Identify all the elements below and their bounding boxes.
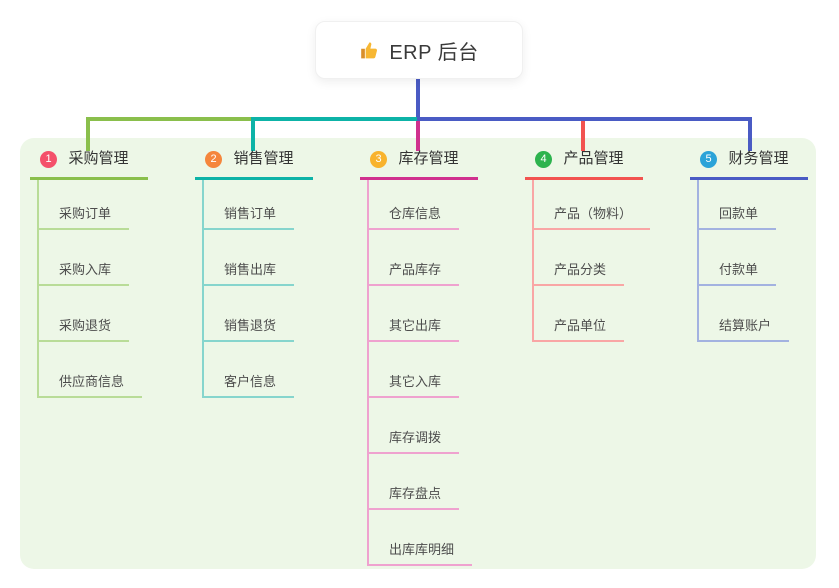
- branch-column: 4 产品管理 产品（物料）产品分类产品单位: [525, 145, 687, 342]
- child-node[interactable]: 库存调拨: [369, 398, 460, 454]
- branch-label: 财务管理: [728, 150, 789, 167]
- branch-column: 3 库存管理 仓库信息产品库存其它出库其它入库库存调拨库存盘点出库库明细: [360, 145, 522, 566]
- branch-node[interactable]: 2 销售管理: [195, 145, 313, 180]
- branch-children: 回款单付款单结算账户: [697, 180, 839, 342]
- branch-children: 采购订单采购入库采购退货供应商信息: [37, 180, 192, 398]
- branch-node[interactable]: 1 采购管理: [30, 145, 148, 180]
- connector-drop-finance: [748, 117, 752, 151]
- connector-drop-sales: [251, 117, 255, 151]
- branch-label: 采购管理: [68, 150, 129, 167]
- thumbs-up-icon: [359, 40, 380, 61]
- child-node[interactable]: 出库库明细: [369, 510, 473, 566]
- child-node[interactable]: 销售订单: [204, 180, 295, 230]
- branch-children: 产品（物料）产品分类产品单位: [532, 180, 687, 342]
- branch-column: 1 采购管理 采购订单采购入库采购退货供应商信息: [30, 145, 192, 398]
- branch-label: 库存管理: [398, 150, 459, 167]
- connector-drop-inventory: [416, 121, 420, 151]
- child-node[interactable]: 库存盘点: [369, 454, 460, 510]
- branch-number-badge: 1: [40, 151, 57, 168]
- child-node[interactable]: 其它出库: [369, 286, 460, 342]
- child-node[interactable]: 产品库存: [369, 230, 460, 286]
- child-node[interactable]: 采购退货: [39, 286, 130, 342]
- branch-node[interactable]: 5 财务管理: [690, 145, 808, 180]
- connector-drop-purchase: [86, 117, 90, 151]
- child-node[interactable]: 产品分类: [534, 230, 625, 286]
- child-node[interactable]: 采购入库: [39, 230, 130, 286]
- child-node[interactable]: 产品单位: [534, 286, 625, 342]
- connector-horizontal-finance: [417, 117, 752, 121]
- branches-panel: [20, 138, 816, 569]
- child-node[interactable]: 供应商信息: [39, 342, 143, 398]
- child-node[interactable]: 采购订单: [39, 180, 130, 230]
- child-node[interactable]: 销售出库: [204, 230, 295, 286]
- branch-number-badge: 2: [205, 151, 222, 168]
- child-node[interactable]: 销售退货: [204, 286, 295, 342]
- child-node[interactable]: 回款单: [699, 180, 777, 230]
- child-node[interactable]: 其它入库: [369, 342, 460, 398]
- child-node[interactable]: 产品（物料）: [534, 180, 651, 230]
- branch-children: 仓库信息产品库存其它出库其它入库库存调拨库存盘点出库库明细: [367, 180, 522, 566]
- branch-node[interactable]: 3 库存管理: [360, 145, 478, 180]
- root-title: ERP 后台: [389, 41, 479, 64]
- branch-number-badge: 5: [700, 151, 717, 168]
- connector-root-drop: [416, 79, 420, 118]
- branch-children: 销售订单销售出库销售退货客户信息: [202, 180, 357, 398]
- branch-label: 产品管理: [563, 150, 624, 167]
- child-node[interactable]: 结算账户: [699, 286, 790, 342]
- branch-column: 2 销售管理 销售订单销售出库销售退货客户信息: [195, 145, 357, 398]
- child-node[interactable]: 客户信息: [204, 342, 295, 398]
- branch-label: 销售管理: [233, 150, 294, 167]
- root-node[interactable]: ERP 后台: [315, 21, 523, 79]
- child-node[interactable]: 仓库信息: [369, 180, 460, 230]
- branch-number-badge: 3: [370, 151, 387, 168]
- branch-column: 5 财务管理 回款单付款单结算账户: [690, 145, 839, 342]
- connector-horizontal-sales: [251, 117, 418, 121]
- child-node[interactable]: 付款单: [699, 230, 777, 286]
- connector-drop-product: [581, 121, 585, 151]
- branch-node[interactable]: 4 产品管理: [525, 145, 643, 180]
- connector-horizontal-purchase: [86, 117, 253, 121]
- branch-number-badge: 4: [535, 151, 552, 168]
